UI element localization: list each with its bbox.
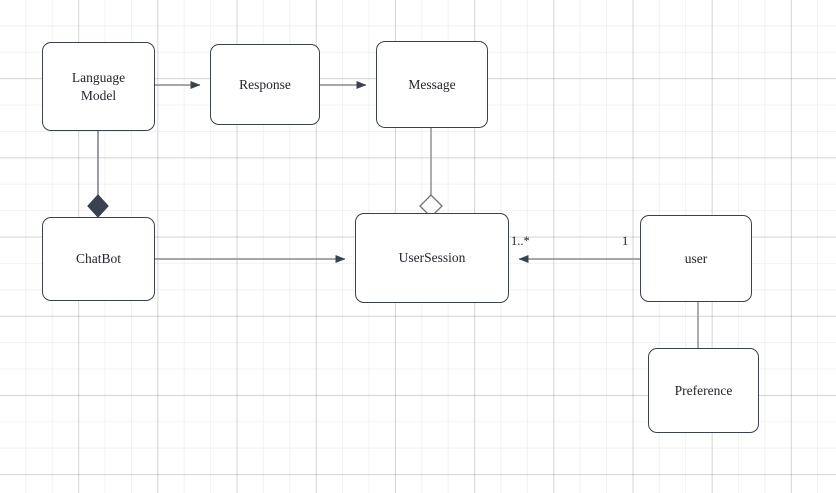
node-language-model[interactable]: Language Model [42,42,155,131]
multiplicity-user: 1 [622,234,629,248]
edge-language-model-to-chatbot [87,131,109,218]
multiplicity-usersession: 1..* [511,234,530,248]
node-chatbot-label: ChatBot [75,251,121,267]
node-response[interactable]: Response [210,44,320,125]
node-response-label: Response [239,76,291,92]
node-user[interactable]: user [640,215,752,302]
node-message[interactable]: Message [376,41,488,128]
node-language-model-label: Language Model [71,69,126,103]
edge-message-to-usersession [419,128,443,218]
node-chatbot[interactable]: ChatBot [42,217,155,301]
node-user-label: user [684,250,708,266]
node-preference-label: Preference [674,382,733,398]
node-usersession[interactable]: UserSession [355,213,509,303]
composition-diamond-icon [87,194,109,218]
node-preference[interactable]: Preference [648,348,759,433]
node-message-label: Message [408,76,456,92]
node-usersession-label: UserSession [398,250,466,266]
